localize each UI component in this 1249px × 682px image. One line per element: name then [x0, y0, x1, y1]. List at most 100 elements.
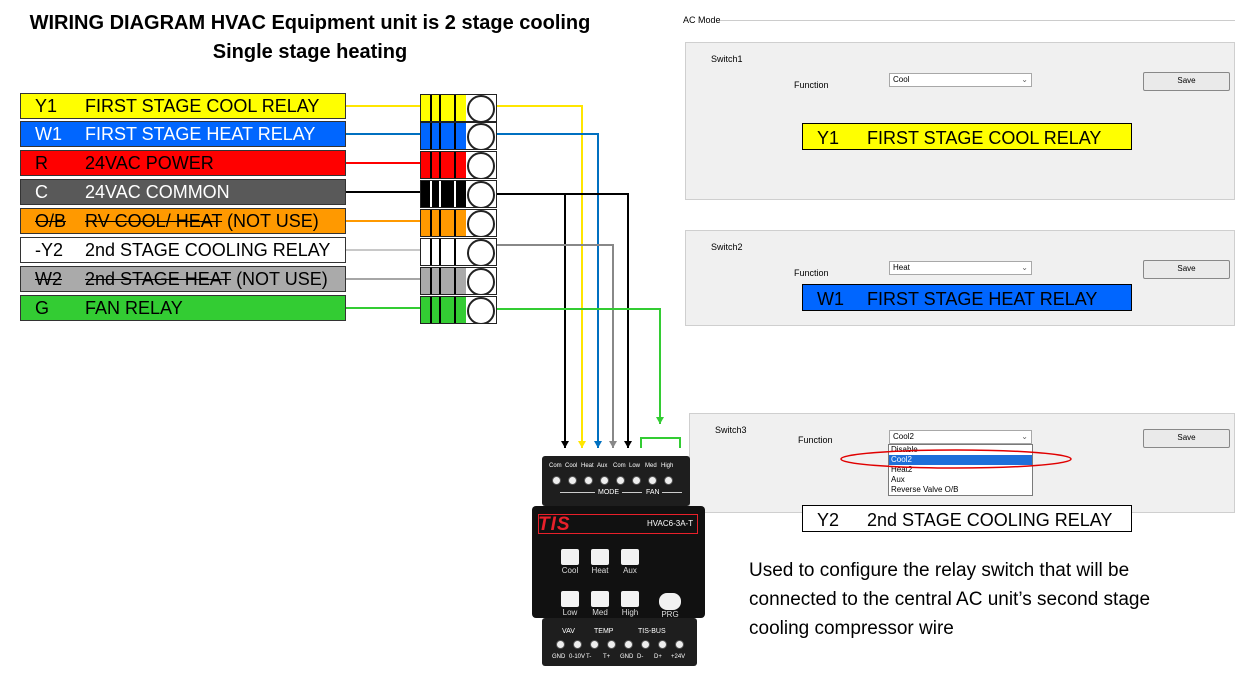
terminal-screw-icon: [600, 476, 609, 485]
save-button[interactable]: Save: [1143, 429, 1230, 448]
route-y1: [497, 105, 583, 448]
function-select-value: Cool: [893, 75, 910, 84]
wire-code: O/B: [35, 211, 67, 231]
wire-desc: FIRST STAGE COOL RELAY: [85, 94, 319, 118]
terminal-screw-icon: [624, 640, 633, 649]
terminal-c: [420, 180, 497, 208]
temp-group-label: TEMP: [594, 628, 614, 635]
explanation-note: Used to configure the relay switch that …: [749, 556, 1150, 643]
terminal-y2: [420, 238, 497, 266]
wire-code: Y1: [35, 96, 58, 116]
ac-mode-label: AC Mode: [683, 15, 721, 25]
terminal-screw-icon: [607, 640, 616, 649]
dropdown-option[interactable]: Heat2: [891, 465, 913, 474]
wire-label-y1: Y1 FIRST STAGE COOL RELAY: [20, 93, 346, 119]
arrowhead-icon: [561, 441, 569, 448]
wire-code: -Y2: [35, 240, 64, 260]
dropdown-option[interactable]: Disable: [891, 445, 918, 454]
terminal-screw-icon: [568, 476, 577, 485]
wire-desc-text: 24VAC POWER: [85, 153, 214, 173]
wire-desc-text: FAN RELAY: [85, 298, 183, 318]
arrowhead-icon: [609, 441, 617, 448]
chevron-down-icon: ⌄: [1021, 75, 1028, 84]
mode-group-label: MODE: [598, 489, 619, 496]
switch-name: Switch2: [711, 242, 743, 252]
wire-desc: 24VAC POWER: [85, 151, 214, 175]
top-terminal-label: Com: [613, 463, 626, 469]
dropdown-option[interactable]: Reverse Valve O/B: [891, 485, 959, 494]
wire-desc: 2nd STAGE HEAT (NOT USE): [85, 267, 328, 291]
bottom-terminal-label: D-: [637, 654, 644, 660]
terminal-screw-icon: [467, 239, 495, 265]
wire-label-r: R 24VAC POWER: [20, 150, 346, 176]
device-button-med[interactable]: [591, 591, 609, 607]
save-button[interactable]: Save: [1143, 72, 1230, 91]
device-button-low[interactable]: [561, 591, 579, 607]
relay-code: Y1: [817, 128, 840, 148]
arrowhead-icon: [624, 441, 632, 448]
terminal-screw-icon: [658, 640, 667, 649]
wire-code: C: [35, 182, 48, 202]
terminal-g: [420, 296, 497, 324]
wire-label-c: C 24VAC COMMON: [20, 179, 346, 205]
ac-mode-divider: [720, 20, 1235, 21]
prg-label: PRG: [661, 610, 679, 619]
device-button-high[interactable]: [621, 591, 639, 607]
bottom-terminal-label: T+: [603, 654, 611, 660]
wire-code: W1: [35, 124, 62, 144]
function-select[interactable]: Heat ⌄: [889, 261, 1032, 275]
wire-desc-text: 2nd STAGE HEAT: [85, 269, 232, 289]
prg-button[interactable]: [659, 593, 681, 610]
relay-label-y2: Y2 2nd STAGE COOLING RELAY: [802, 505, 1132, 532]
wire-desc: 24VAC COMMON: [85, 180, 230, 204]
terminal-screw-icon: [467, 123, 495, 149]
terminal-screw-icon: [648, 476, 657, 485]
device-button-label: Aux: [623, 566, 637, 575]
bottom-terminal-label: T-: [586, 654, 592, 660]
function-label: Function: [794, 268, 829, 278]
relay-code: Y2: [817, 510, 840, 530]
device-button-label: Low: [562, 608, 578, 617]
function-select[interactable]: Cool ⌄: [889, 73, 1032, 87]
device-button-heat[interactable]: [591, 549, 609, 565]
terminal-screw-icon: [573, 640, 582, 649]
wire-code: R: [35, 153, 48, 173]
bottom-terminal-label: +24V: [671, 654, 686, 660]
device-button-cool[interactable]: [561, 549, 579, 565]
save-button[interactable]: Save: [1143, 260, 1230, 279]
wire-desc-text: FIRST STAGE COOL RELAY: [85, 96, 320, 116]
top-terminal-label: Com: [549, 463, 562, 469]
top-terminal-label: High: [661, 463, 674, 469]
diagram-title: WIRING DIAGRAM HVAC Equipment unit is 2 …: [29, 12, 591, 34]
note-line: connected to the central AC unit’s secon…: [749, 589, 1151, 610]
chevron-down-icon: ⌄: [1021, 263, 1028, 272]
device-button-aux[interactable]: [621, 549, 639, 565]
arrowhead-icon: [594, 441, 602, 448]
terminal-screw-icon: [616, 476, 625, 485]
terminal-r: [420, 151, 497, 179]
note-line: Used to configure the relay switch that …: [749, 560, 1130, 581]
terminal-y1: [420, 94, 497, 122]
terminal-screw-icon: [467, 268, 495, 294]
top-terminal-label: Low: [629, 463, 641, 469]
terminal-screw-icon: [590, 640, 599, 649]
bottom-terminal-label: GND: [552, 654, 566, 660]
device-button-label: Heat: [591, 566, 609, 575]
relay-code: W1: [817, 289, 844, 309]
function-select[interactable]: Cool2 ⌄: [889, 430, 1032, 444]
dropdown-option[interactable]: Aux: [891, 475, 905, 484]
bottom-terminal-label: GND: [620, 654, 634, 660]
function-label: Function: [798, 435, 833, 445]
fan-group-label: FAN: [646, 489, 660, 496]
top-terminal-label: Med: [645, 463, 657, 469]
terminal-screw-icon: [467, 210, 495, 236]
terminal-screw-icon: [467, 297, 495, 323]
dropdown-option[interactable]: Cool2: [889, 455, 1032, 465]
terminal-screw-icon: [584, 476, 593, 485]
